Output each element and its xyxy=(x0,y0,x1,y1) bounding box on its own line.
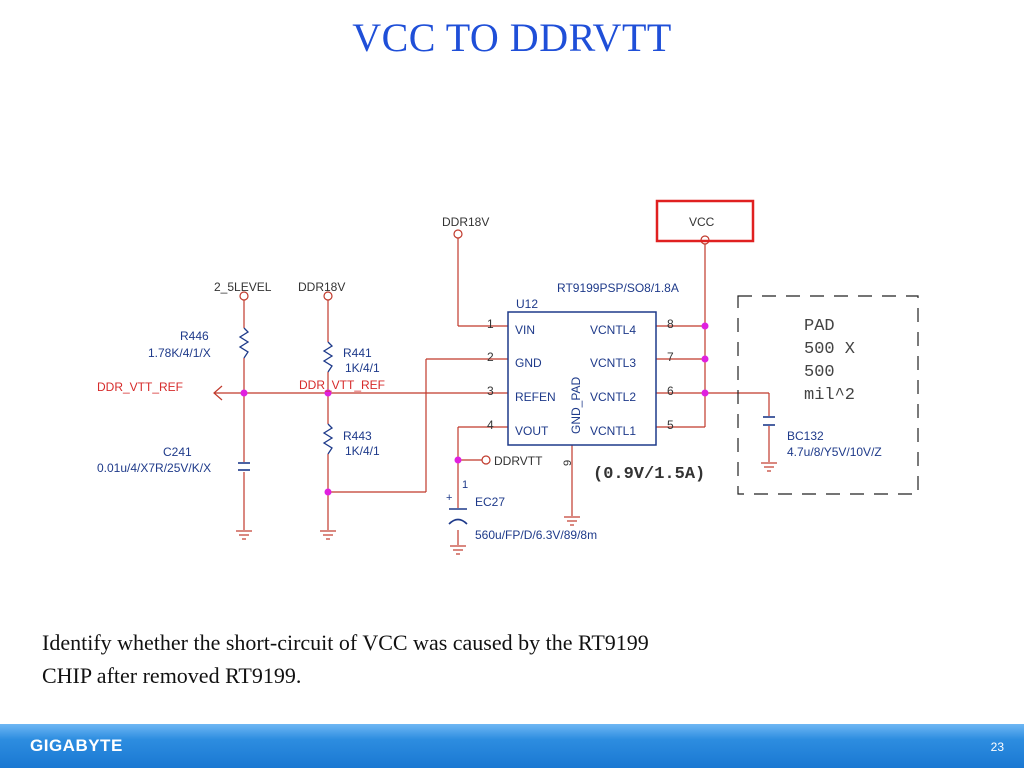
net-label-ddr18v-left: DDR18V xyxy=(298,280,345,294)
pin-name-vcntl2: VCNTL2 xyxy=(590,390,636,404)
port-2-5level xyxy=(239,291,249,301)
bc132-value: 4.7u/8/Y5V/10V/Z xyxy=(787,445,882,459)
ground-icon xyxy=(236,530,252,540)
gigabyte-logo: GIGABYTE xyxy=(30,736,123,755)
footer-bar: GIGABYTE 23 xyxy=(0,724,1024,768)
slide-title: VCC TO DDRVTT xyxy=(352,15,672,60)
ground-icon xyxy=(564,516,580,526)
port-ddrvtt xyxy=(481,455,491,465)
wires xyxy=(214,238,770,545)
c241-ref: C241 xyxy=(163,445,192,459)
r443-value: 1K/4/1 xyxy=(345,444,380,458)
pin-name-vcntl3: VCNTL3 xyxy=(590,356,636,370)
arrow-icon xyxy=(213,385,223,401)
r441-ref: R441 xyxy=(343,346,372,360)
capacitor-ec27 xyxy=(448,508,468,525)
capacitor-bc132 xyxy=(763,416,775,426)
capacitors xyxy=(238,416,775,525)
ec27-pin-number: 1 xyxy=(462,479,468,491)
pin-num-5: 5 xyxy=(667,418,674,432)
pin-name-gnd: GND xyxy=(515,356,542,370)
pin-num-7: 7 xyxy=(667,350,674,364)
resistor-r441 xyxy=(322,341,334,373)
pin-name-vcntl4: VCNTL4 xyxy=(590,323,636,337)
net-label-ddr-vtt-ref-2: DDR_VTT_REF xyxy=(299,378,385,392)
pin-num-8: 8 xyxy=(667,317,674,331)
resistor-r443 xyxy=(322,423,334,455)
pin-name-refen: REFEN xyxy=(515,390,556,404)
resistors xyxy=(238,327,334,455)
pin-num-9: 9 xyxy=(562,460,574,466)
r446-value: 1.78K/4/1/X xyxy=(148,346,211,360)
pad-note-line3: 500 xyxy=(804,363,835,382)
page-number: 23 xyxy=(990,740,1004,754)
bc132-ref: BC132 xyxy=(787,429,824,443)
junctions xyxy=(240,322,709,496)
ic-ref: U12 xyxy=(516,297,538,311)
ic-u12-body xyxy=(507,311,657,446)
ground-icon xyxy=(320,530,336,540)
pin-num-6: 6 xyxy=(667,384,674,398)
port-ddr18v-left xyxy=(323,291,333,301)
net-label-vcc: VCC xyxy=(689,215,715,229)
pin-name-vout: VOUT xyxy=(515,424,549,438)
net-label-ddrvtt: DDRVTT xyxy=(494,454,543,468)
vcc-highlight-box xyxy=(655,199,755,243)
net-label-ddr18v-top: DDR18V xyxy=(442,215,489,229)
ec27-value: 560u/FP/D/6.3V/89/8m xyxy=(475,528,597,542)
ground-icon xyxy=(761,462,777,472)
pad-note-line4: mil^2 xyxy=(804,386,855,405)
net-label-ddr-vtt-ref-1: DDR_VTT_REF xyxy=(97,380,183,394)
pin-name-vin: VIN xyxy=(515,323,535,337)
caption-line-1: Identify whether the short-circuit of VC… xyxy=(42,630,649,655)
pin-name-gnd-pad: GND_PAD xyxy=(569,377,583,434)
pin-num-4: 4 xyxy=(487,418,494,432)
c241-value: 0.01u/4/X7R/25V/K/X xyxy=(97,461,211,475)
pad-note-line1: PAD xyxy=(804,317,835,336)
slide-caption: Identify whether the short-circuit of VC… xyxy=(42,626,942,692)
pad-note-line2: 500 X xyxy=(804,340,855,359)
port-ddr18v-top xyxy=(453,229,463,239)
pad-area-box xyxy=(737,295,919,495)
ic-part-number: RT9199PSP/SO8/1.8A xyxy=(557,281,679,295)
r441-value: 1K/4/1 xyxy=(345,361,380,375)
pin-num-2: 2 xyxy=(487,350,494,364)
pin-num-3: 3 xyxy=(487,384,494,398)
ec27-plus-sign: + xyxy=(446,492,452,504)
net-label-2-5level: 2_5LEVEL xyxy=(214,280,272,294)
capacitor-c241 xyxy=(238,462,250,471)
ec27-ref: EC27 xyxy=(475,495,505,509)
resistor-r446 xyxy=(238,327,250,359)
r446-ref: R446 xyxy=(180,329,209,343)
current-rating-note: (0.9V/1.5A) xyxy=(593,465,705,484)
pin-name-vcntl1: VCNTL1 xyxy=(590,424,636,438)
ground-icon xyxy=(450,545,466,555)
r443-ref: R443 xyxy=(343,429,372,443)
pin-num-1: 1 xyxy=(487,317,494,331)
caption-line-2: CHIP after removed RT9199. xyxy=(42,663,302,688)
ground-symbols xyxy=(236,462,777,555)
